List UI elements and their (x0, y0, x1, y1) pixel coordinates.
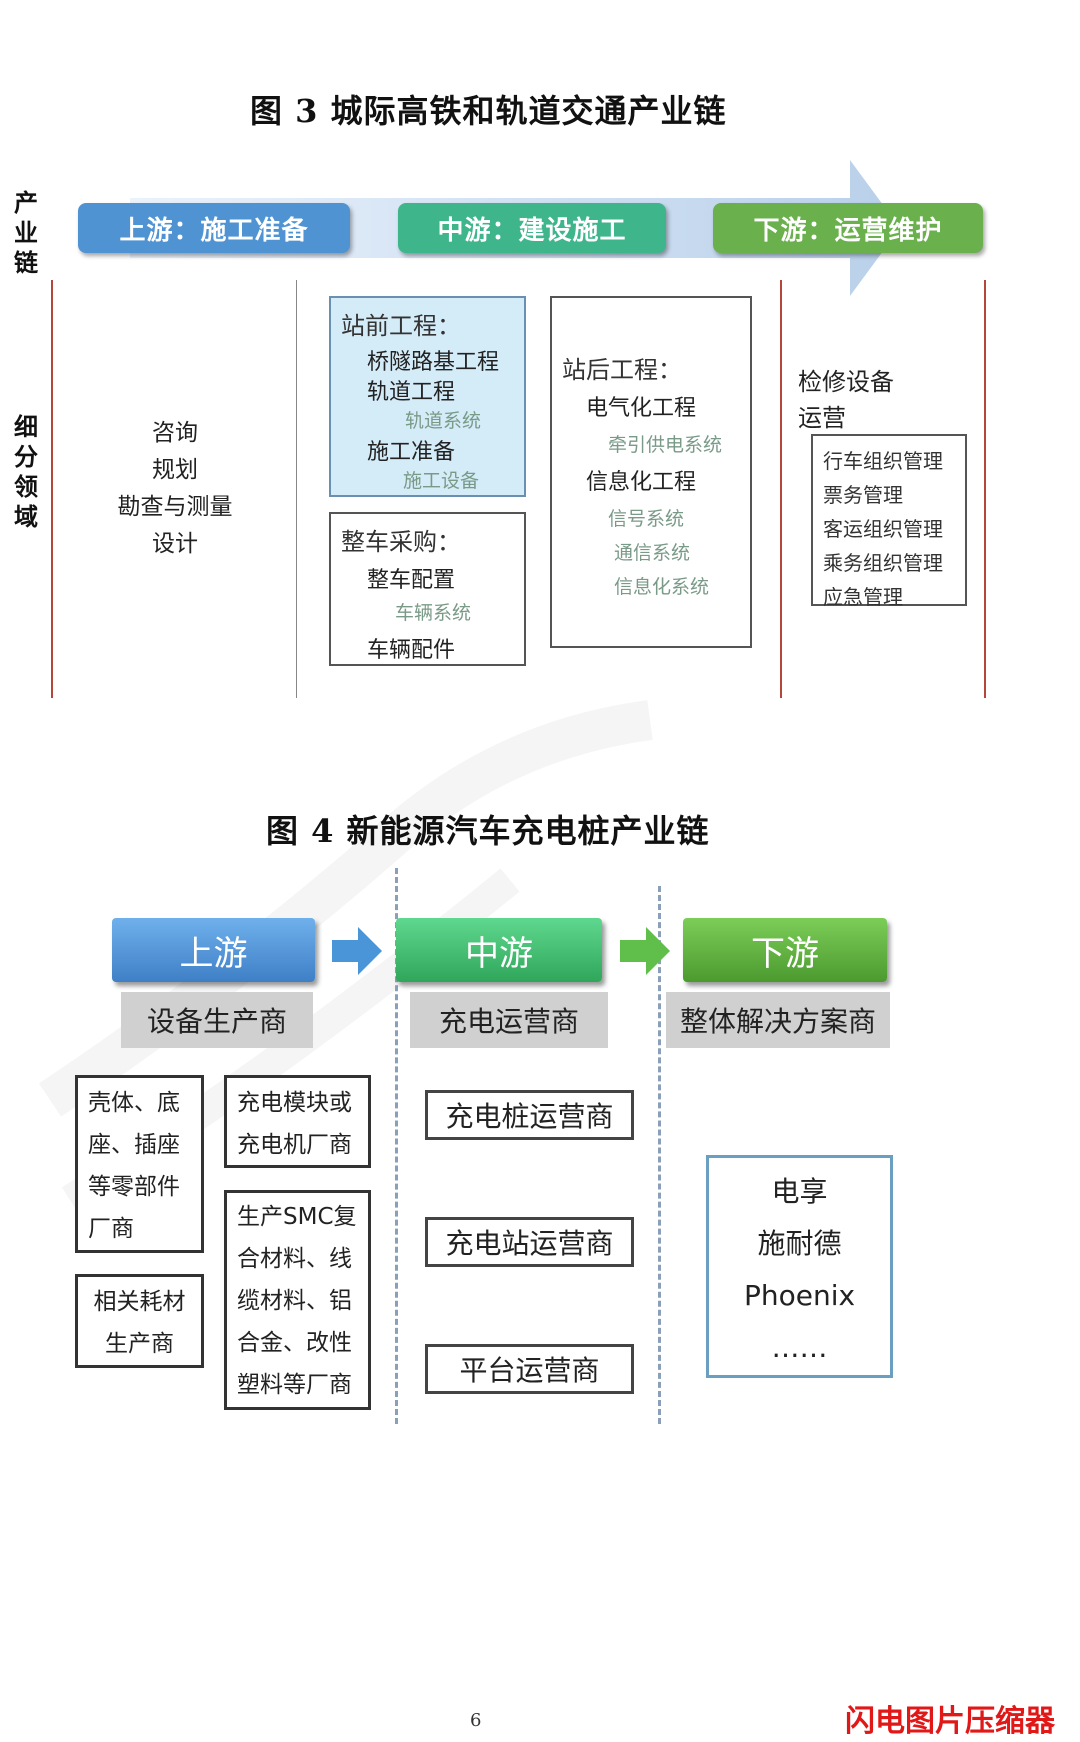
page-number: 6 (470, 1710, 482, 1731)
dashed-separator (395, 868, 398, 1424)
separator-line (296, 280, 297, 698)
upstream-item: 勘查与测量 (117, 494, 233, 520)
station-back-sub: 牵引供电系统 (608, 434, 723, 456)
station-back-item: 电气化工程 (586, 396, 697, 421)
station-back-sub: 信息化系统 (614, 576, 710, 598)
arrow-right-icon (332, 927, 382, 975)
stage-sub-midstream: 充电运营商 (410, 992, 608, 1048)
upstream-item: 咨询 (152, 420, 198, 446)
stage-midstream: 中游 (396, 918, 602, 982)
operations-item: 票务管理 (823, 483, 903, 507)
upstream-item: 规划 (152, 457, 198, 483)
downstream-item: 检修设备 (798, 368, 894, 396)
station-back-sub: 通信系统 (614, 542, 691, 564)
separator-line (984, 280, 986, 698)
figure4-title: 图 4 新能源汽车充电桩产业链 (266, 812, 710, 850)
materials-box: 生产SMC复 合材料、线 缆材料、铝 合金、改性 塑料等厂商 (224, 1190, 371, 1410)
box-line: 相关耗材 (93, 1289, 186, 1315)
operations-item: 乘务组织管理 (823, 551, 943, 575)
stage-upstream: 上游：施工准备 (78, 203, 350, 253)
station-front-item: 施工准备 (367, 440, 456, 465)
station-back-heading: 站后工程： (562, 356, 682, 384)
stage-upstream: 上游 (112, 918, 315, 982)
box-line: 充电机厂商 (237, 1132, 352, 1158)
stage-downstream: 下游 (683, 918, 887, 982)
downstream-list-item: 施耐德 (757, 1227, 842, 1260)
box-line: 缆材料、铝 (237, 1288, 352, 1314)
operations-item: 应急管理 (823, 585, 903, 609)
operations-item: 客运组织管理 (823, 517, 943, 541)
downstream-list-item: Phoenix (743, 1279, 856, 1312)
downstream-list-item: 电享 (771, 1175, 828, 1208)
station-front-box: 站前工程： 桥隧路基工程 轨道工程 轨道系统 施工准备 施工设备 (329, 296, 526, 497)
box-line: 塑料等厂商 (237, 1372, 352, 1398)
side-label-domain: 细分领域 (14, 413, 38, 531)
vehicle-purchase-item: 车辆配件 (367, 638, 456, 663)
operator-box: 充电站运营商 (425, 1217, 634, 1267)
box-line: 合金、改性 (237, 1330, 352, 1356)
upstream-items: 咨询 规划 勘查与测量 设计 (100, 415, 250, 563)
box-line: 等零部件 (88, 1174, 180, 1200)
watermark-text: 闪电图片压缩器 (845, 1704, 1055, 1739)
operations-box: 行车组织管理 票务管理 客运组织管理 乘务组织管理 应急管理 (811, 434, 967, 609)
separator-line (780, 280, 782, 698)
box-line: 座、插座 (88, 1132, 180, 1158)
operator-box: 充电桩运营商 (425, 1090, 634, 1140)
separator-line (51, 280, 53, 698)
arrow-right-icon (620, 927, 670, 975)
consumables-box: 相关耗材 生产商 (75, 1274, 204, 1368)
station-front-item: 轨道工程 (367, 380, 456, 405)
station-back-sub: 信号系统 (608, 508, 685, 530)
vehicle-purchase-heading: 整车采购： (341, 528, 461, 556)
downstream-list-box: 电享 施耐德 Phoenix …… (706, 1155, 893, 1378)
vehicle-purchase-sub: 车辆系统 (395, 602, 472, 624)
box-line: 生产商 (105, 1331, 174, 1357)
stage-sub-upstream: 设备生产商 (121, 992, 313, 1048)
vehicle-purchase-box: 整车采购： 整车配置 车辆系统 车辆配件 (329, 512, 526, 666)
vehicle-purchase-item: 整车配置 (367, 568, 456, 593)
box-line: 壳体、底 (88, 1090, 180, 1116)
operations-item: 行车组织管理 (823, 449, 943, 473)
station-front-item: 桥隧路基工程 (367, 350, 500, 375)
figure3-title: 图 3 城际高铁和轨道交通产业链 (250, 92, 727, 130)
station-back-box: 站后工程： 电气化工程 牵引供电系统 信息化工程 信号系统 通信系统 信息化系统 (550, 296, 752, 648)
stage-midstream: 中游：建设施工 (398, 203, 666, 253)
station-front-heading: 站前工程： (341, 312, 461, 340)
downstream-list-item: …… (771, 1331, 828, 1364)
station-front-sub: 施工设备 (403, 470, 480, 492)
upstream-item: 设计 (152, 531, 198, 557)
shell-parts-box: 壳体、底 座、插座 等零部件 厂商 (75, 1075, 204, 1253)
station-back-item: 信息化工程 (586, 470, 697, 495)
box-line: 厂商 (88, 1216, 134, 1242)
downstream-item: 运营 (798, 404, 846, 432)
module-box: 充电模块或 充电机厂商 (224, 1075, 371, 1168)
box-line: 充电模块或 (237, 1090, 352, 1116)
operator-box: 平台运营商 (425, 1344, 634, 1394)
side-label-chain: 产业链 (14, 189, 38, 277)
station-front-sub: 轨道系统 (405, 410, 482, 432)
stage-downstream: 下游：运营维护 (713, 203, 983, 253)
stage-sub-downstream: 整体解决方案商 (666, 992, 890, 1048)
box-line: 生产SMC复 (237, 1204, 357, 1230)
dashed-separator (658, 886, 661, 1424)
box-line: 合材料、线 (237, 1246, 352, 1272)
